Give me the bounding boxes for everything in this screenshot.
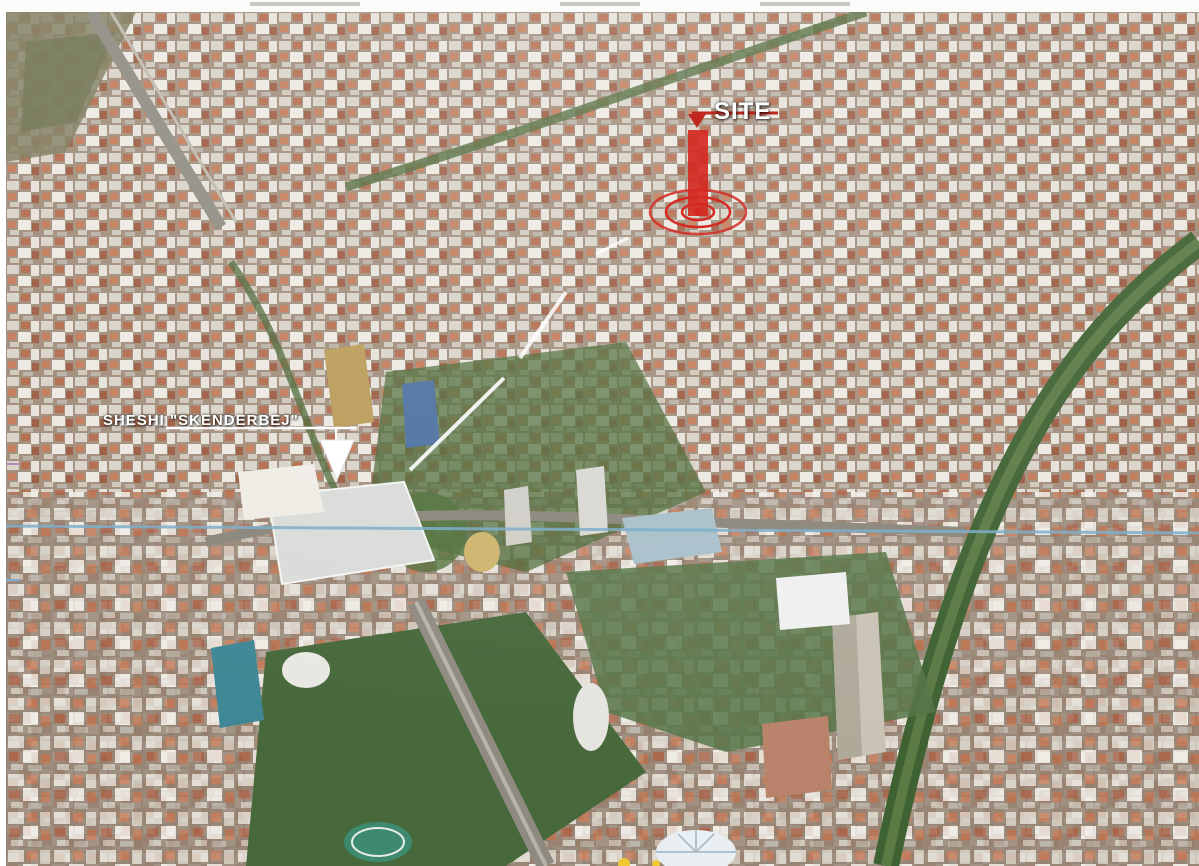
site-marker[interactable] [6, 12, 1199, 866]
square-label: SHESHI "SKENDERBEJ" [103, 412, 299, 429]
square-callout [166, 426, 356, 482]
target-rings-icon [648, 188, 748, 236]
scan-artifact [250, 2, 360, 6]
scan-artifact [560, 2, 640, 6]
aerial-imagery [6, 12, 1199, 866]
scan-artifact [760, 2, 850, 6]
down-arrow-icon [319, 439, 355, 482]
page-top-strip [0, 0, 1199, 12]
site-label: SITE [714, 98, 772, 125]
pin-icon [688, 130, 708, 216]
aerial-map-view[interactable]: SITE SHESHI "SKENDERBEJ" [6, 12, 1199, 866]
